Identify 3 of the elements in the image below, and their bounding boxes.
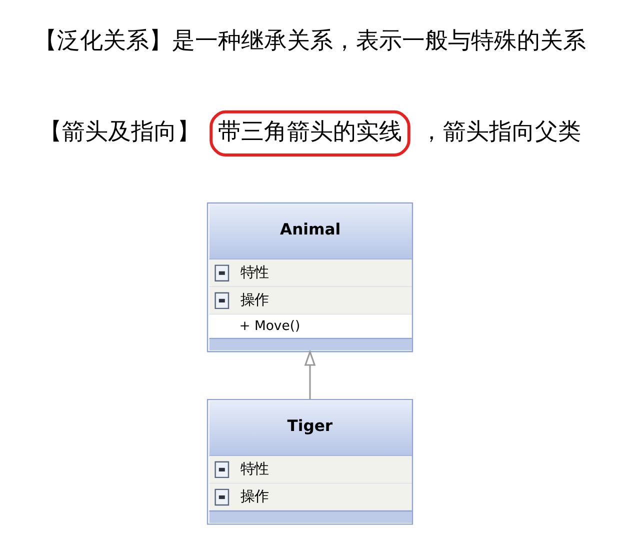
label: 【箭头及指向】: [38, 119, 200, 146]
label: 【泛化关系】是一种继承关系，表示一般与特殊的关系: [34, 28, 586, 54]
label: ，箭头指向父类: [420, 119, 582, 146]
